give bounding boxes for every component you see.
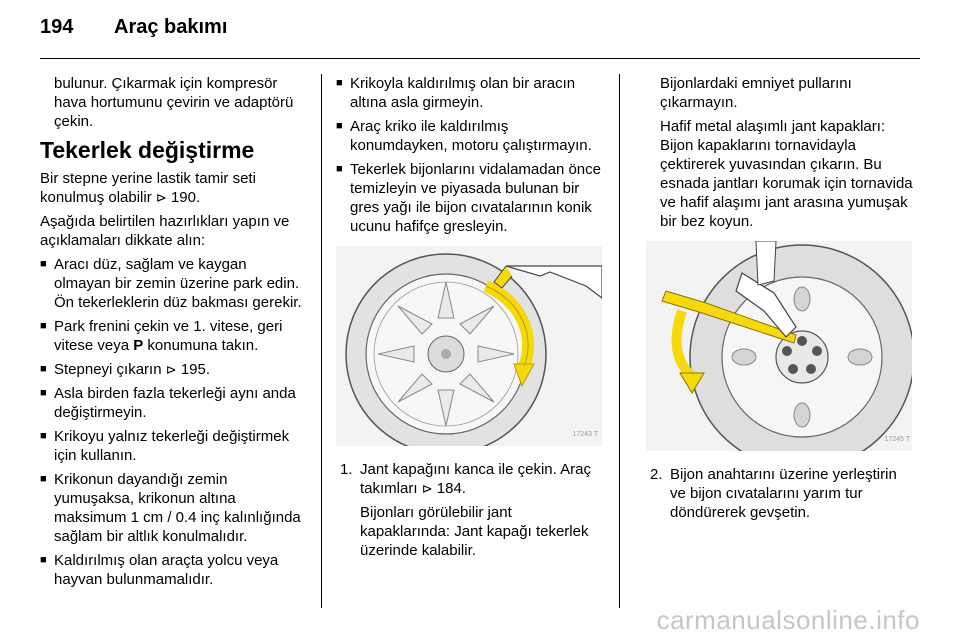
figure-id: 17243 T — [572, 431, 598, 438]
step-item: 1. Jant kapağını kanca ile çekin. Araç t… — [336, 460, 604, 560]
page-reference[interactable]: 190. — [170, 189, 201, 206]
list-item: Stepneyi çıkarın ⊳ 195. — [40, 360, 304, 379]
wheel-wrench-illustration: 17245 T — [646, 241, 916, 451]
column-divider — [619, 74, 620, 608]
paragraph-preparations: Aşağıda belirtilen hazırlıkları yapın ve… — [40, 213, 290, 249]
list-item: Tekerlek bijonlarını vidalamadan önce te… — [336, 160, 604, 236]
paragraph-safety-washers: Bijonlardaki emniyet pullarını çıkarmayı… — [660, 75, 852, 111]
safety-list: Krikoyla kaldırılmış olan bir aracın alt… — [336, 74, 604, 236]
list-item: Krikonun dayandığı zemin yumuşaksa, krik… — [40, 470, 304, 546]
cross-reference-icon: ⊳ — [155, 190, 167, 205]
list-item: Asla birden fazla tekerleği aynı anda de… — [40, 384, 304, 422]
intro-text: bulunur. Çıkarmak için kompresör hava ho… — [54, 75, 294, 130]
paragraph-alloy-caps: Hafif metal alaşımlı jant kapakları: Bij… — [660, 118, 913, 230]
page-reference[interactable]: 195. — [180, 361, 211, 378]
list-item: Park frenini çekin ve 1. vitese, geri vi… — [40, 317, 304, 355]
section-heading: Tekerlek değiştirme — [40, 137, 255, 163]
steps-list: 2. Bijon anahtarını üzerine yerleştirin … — [646, 465, 916, 522]
cross-reference-icon: ⊳ — [165, 362, 177, 377]
list-item: Aracı düz, sağlam ve kaygan olmayan bir … — [40, 255, 304, 312]
column-1: bulunur. Çıkarmak için kompresör hava ho… — [40, 74, 304, 594]
page-title: Araç bakımı — [114, 16, 228, 38]
column-divider — [321, 74, 322, 608]
wheel-cover-illustration: 17243 T — [336, 246, 604, 446]
page-reference[interactable]: 184. — [436, 480, 466, 497]
step-number: 2. — [650, 466, 663, 483]
list-item: Araç kriko ile kaldırılmış konumdayken, … — [336, 117, 604, 155]
list-item: Krikoyu yalnız tekerleği değiştirmek içi… — [40, 427, 304, 465]
steps-list: 1. Jant kapağını kanca ile çekin. Araç t… — [336, 460, 604, 560]
header-rule — [40, 58, 920, 59]
cross-reference-icon: ⊳ — [421, 481, 433, 496]
page-header: 194 Araç bakımı — [40, 16, 227, 39]
step-note: Bijonları görülebilir jant kapaklarında:… — [360, 504, 589, 559]
list-item: Kaldırılmış olan araçta yolcu veya hayva… — [40, 551, 304, 589]
column-2: Krikoyla kaldırılmış olan bir aracın alt… — [336, 74, 604, 565]
list-item: Krikoyla kaldırılmış olan bir aracın alt… — [336, 74, 604, 112]
page-number: 194 — [40, 16, 74, 38]
step-number: 1. — [340, 461, 353, 478]
watermark: carmanualsonline.info — [656, 605, 920, 635]
paragraph-tire-repair-kit: Bir stepne yerine lastik tamir seti konu… — [40, 170, 256, 206]
step-item: 2. Bijon anahtarını üzerine yerleştirin … — [650, 466, 897, 521]
column-3: Bijonlardaki emniyet pullarını çıkarmayı… — [646, 74, 916, 527]
figure-id: 17245 T — [884, 436, 910, 443]
preparation-list: Aracı düz, sağlam ve kaygan olmayan bir … — [40, 255, 304, 589]
